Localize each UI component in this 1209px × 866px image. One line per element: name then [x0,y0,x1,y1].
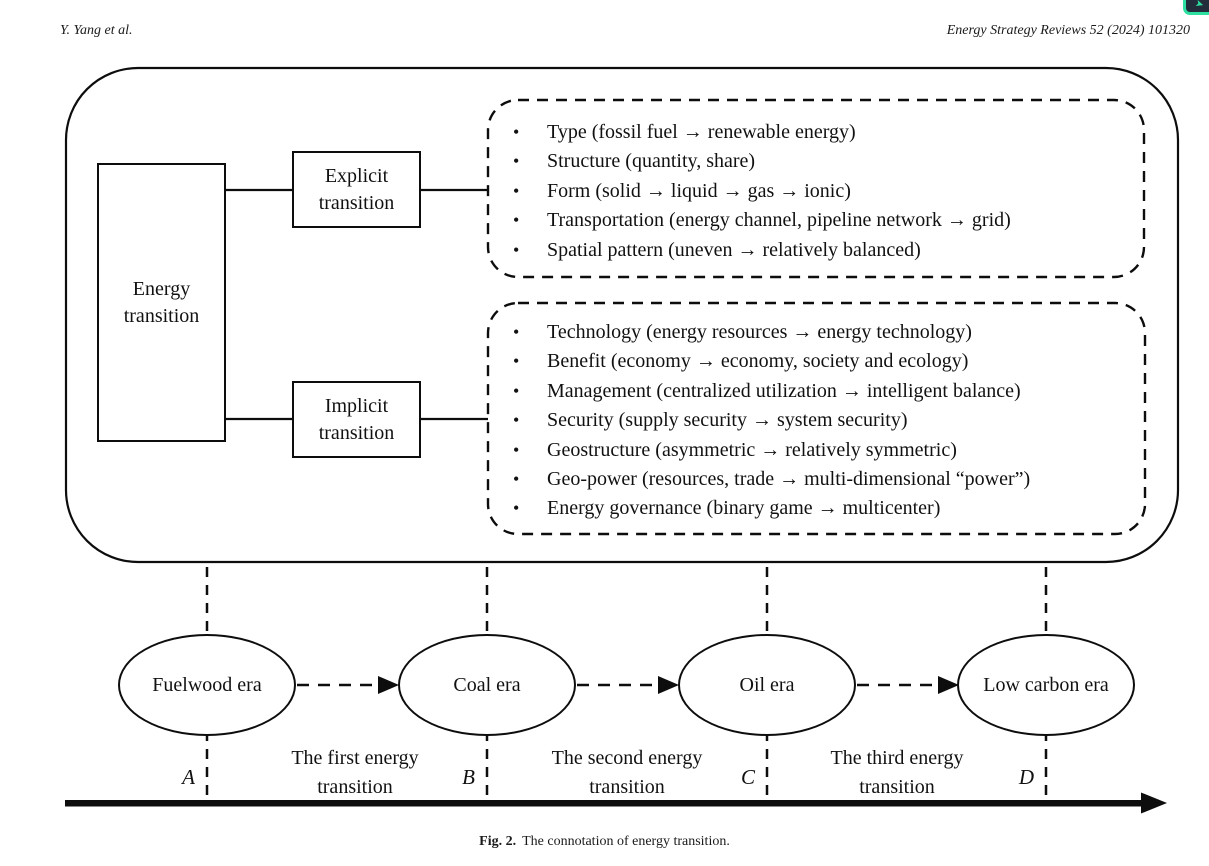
list-item: • Geostructure (asymmetric → relatively … [505,436,1135,465]
second-transition-label: The second energy transition [551,747,703,798]
list-item-text: Energy governance (binary game → multice… [547,497,941,520]
list-item: • Energy governance (binary game → multi… [505,494,1135,523]
list-item-text: Geo-power (resources, trade → multi-dime… [547,468,1031,491]
bullet-icon: • [513,439,520,460]
era-ellipse-low-carbon: Low carbon era [957,634,1135,736]
list-item-text: Spatial pattern (uneven → relatively bal… [547,238,921,261]
tree-connector-lines [226,188,488,421]
list-item-text: Form (solid → liquid → gas → ionic) [547,179,851,202]
bullet-icon: • [513,351,520,372]
list-item: • Benefit (economy → economy, society an… [505,347,1135,376]
era-label: Oil era [739,673,795,696]
list-item: • Form (solid → liquid → gas → ionic) [505,177,1135,206]
implicit-dashed-box-outline [486,301,1147,536]
list-item: • Type (fossil fuel → renewable energy) [505,118,1135,147]
list-item-text: Transportation (energy channel, pipeline… [547,209,1011,232]
timeline-marker-c: C [740,765,755,789]
first-transition-label: The first energy transition [291,747,419,798]
bullet-icon: • [513,498,520,519]
list-item: • Structure (quantity, share) [505,147,1135,176]
era-label: Low carbon era [983,673,1109,696]
era-flow-arrows [297,676,959,694]
energy-transition-label: Energy transition [123,277,200,327]
list-item: • Security (supply security → system sec… [505,406,1135,435]
era-label: Coal era [453,673,521,696]
explicit-transition-node: Explicit transition [292,151,421,228]
list-item-text: Technology (energy resources → energy te… [547,321,972,343]
era-ellipse-fuelwood: Fuelwood era [118,634,296,736]
list-item-text: Geostructure (asymmetric → relatively sy… [547,438,957,461]
bullet-icon: • [513,322,520,342]
era-label: Fuelwood era [152,673,262,696]
implicit-transition-label: Implicit transition [318,394,395,444]
bullet-icon: • [513,210,520,231]
bullet-icon: • [513,380,520,401]
figure-caption: Fig. 2. The connotation of energy transit… [0,834,1209,850]
timeline-marker-a: A [182,765,195,789]
third-transition-label: The third energy transition [830,747,964,798]
list-item: • Geo-power (resources, trade → multi-di… [505,465,1135,494]
list-item: • Spatial pattern (uneven → relatively b… [505,236,1135,265]
bullet-icon: • [513,151,520,172]
bullet-icon: • [513,122,520,142]
figure-caption-tag: Fig. 2. [479,834,517,849]
header-authors: Y. Yang et al. [60,23,133,38]
list-item: • Transportation (energy channel, pipeli… [505,206,1135,235]
energy-transition-node: Energy transition [97,163,226,442]
list-item-text: Security (supply security → system secur… [547,409,908,432]
outer-rounded-box [64,66,1180,564]
era-ellipse-oil: Oil era [678,634,856,736]
timeline-marker-d: D [1018,765,1034,789]
list-item-text: Type (fossil fuel → renewable energy) [547,121,856,143]
list-item-text: Structure (quantity, share) [547,150,756,173]
header-journal: Energy Strategy Reviews 52 (2024) 101320 [946,23,1190,38]
list-item-text: Benefit (economy → economy, society and … [547,350,969,373]
explicit-dashed-box-outline [486,98,1146,279]
bullet-icon: • [513,410,520,431]
implicit-items-list: • Technology (energy resources → energy … [505,318,1135,524]
list-item-text: Management (centralized utilization → in… [547,379,1021,402]
explicit-transition-label: Explicit transition [318,164,395,214]
timeline-arrow [65,792,1167,814]
list-item: • Management (centralized utilization → … [505,377,1135,406]
figure-caption-text: The connotation of energy transition. [522,834,730,849]
timeline-marker-b: B [462,765,475,789]
implicit-transition-node: Implicit transition [292,381,421,458]
bullet-icon: • [513,180,520,201]
bullet-icon: • [513,469,520,490]
explicit-items-list: • Type (fossil fuel → renewable energy) … [505,118,1135,265]
list-item: • Technology (energy resources → energy … [505,318,1135,347]
corner-badge-button[interactable]: ➤ [1183,0,1209,15]
dashed-droplines [205,567,1048,800]
era-ellipse-coal: Coal era [398,634,576,736]
bullet-icon: • [513,239,520,260]
